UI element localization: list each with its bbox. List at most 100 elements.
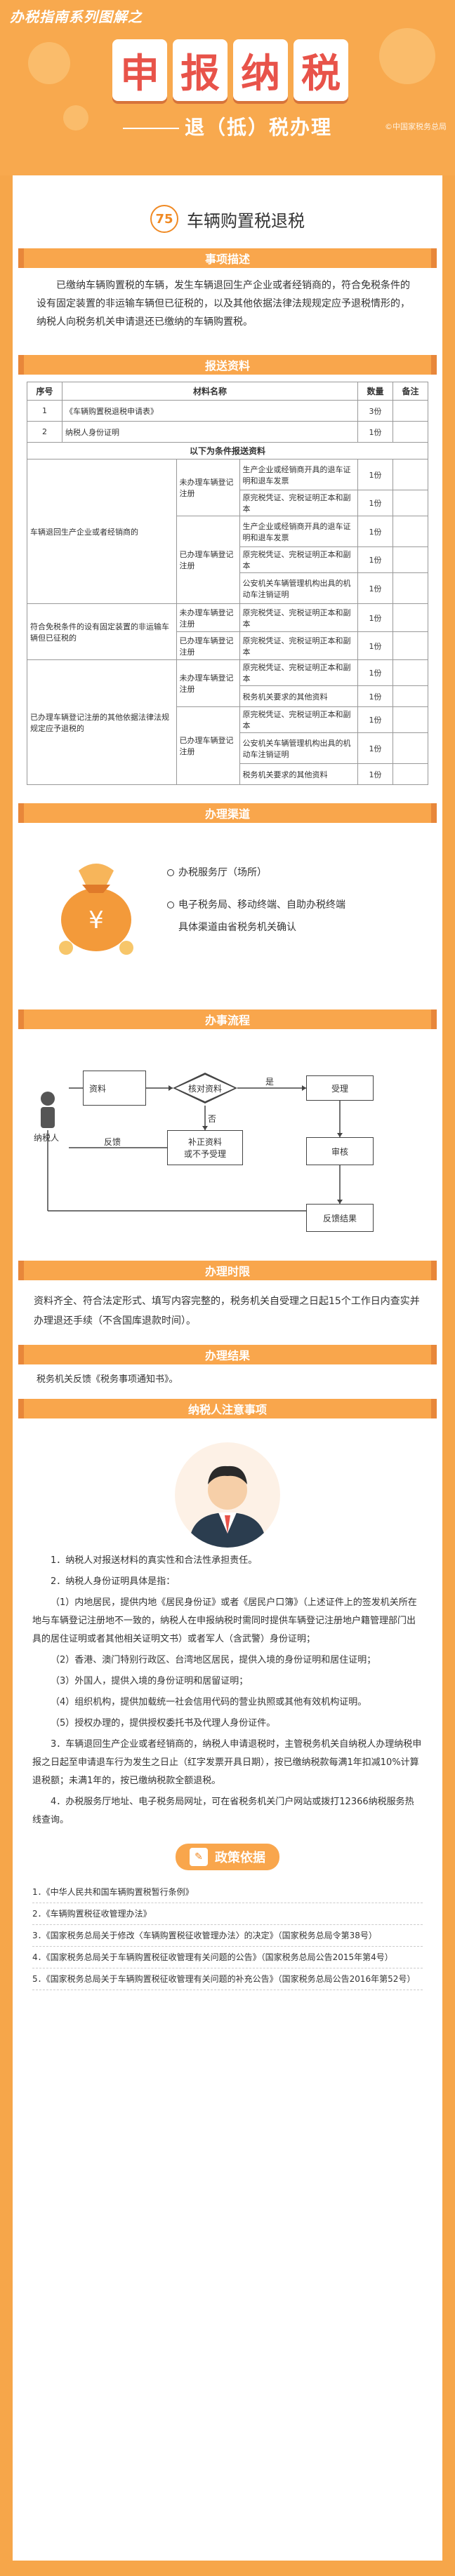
table-row: 公安机关车辆管理机构出具的机动车注销证明 1份 bbox=[27, 572, 428, 604]
section-channels: 办理渠道 bbox=[18, 803, 437, 823]
cell bbox=[393, 631, 428, 660]
flow-diagram: 资料 核对资料 是 否 受理 补正资料 或不予受理 审核 反馈结果 纳税人 反馈 bbox=[27, 1039, 428, 1256]
advisor-avatar bbox=[175, 1442, 280, 1548]
cell: 《车辆购置税退税申请表》 bbox=[62, 400, 358, 422]
cell bbox=[393, 685, 428, 707]
policy-heading: ✎ 政策依据 bbox=[13, 1844, 442, 1870]
matter-text: 已缴纳车辆购置税的车辆，发生车辆退回生产企业或者经销商的，符合免税条件的设有固定… bbox=[37, 280, 410, 328]
cell: 已办理车辆登记注册 bbox=[176, 706, 240, 785]
cell: 1份 bbox=[357, 763, 393, 785]
cell: 生产企业或经销商开具的退车证明和退车发票 bbox=[239, 516, 358, 547]
flow-result: 反馈结果 bbox=[306, 1204, 374, 1232]
cell: 1份 bbox=[357, 572, 393, 604]
cell: 原完税凭证、完税证明正本和副本 bbox=[239, 706, 358, 733]
policy-item: 5．《国家税务总局关于车辆购置税征收管理有关问题的补充公告》（国家税务总局公告2… bbox=[32, 1968, 423, 1990]
topic-number: 75 bbox=[150, 205, 178, 233]
channel-text: 具体渠道由省税务机关确认 bbox=[178, 922, 296, 933]
table-row: 1 《车辆购置税退税申请表》 3份 bbox=[27, 400, 428, 422]
title-char: 纳 bbox=[233, 39, 288, 101]
policy-item: 1．《中华人民共和国车辆购置税暂行条例》 bbox=[32, 1881, 423, 1903]
note-item: （3）外国人，提供入境的身份证明和居留证明； bbox=[51, 1676, 249, 1686]
cell: 未办理车辆登记注册 bbox=[176, 603, 240, 632]
channel-item: 电子税务局、移动终端、自助办税终端 bbox=[167, 896, 345, 914]
table-row: 已办理车辆登记注册的其他依据法律法规规定应予退税的 未办理车辆登记注册 原完税凭… bbox=[27, 659, 428, 785]
section-materials: 报送资料 bbox=[18, 355, 437, 375]
cell: 车辆退回生产企业或者经销商的 bbox=[27, 459, 177, 604]
bullet-icon bbox=[167, 869, 174, 876]
col-header: 材料名称 bbox=[62, 382, 358, 401]
cell bbox=[393, 400, 428, 422]
policy-item: 4．《国家税务总局关于车辆购置税征收管理有关问题的公告》（国家税务总局公告201… bbox=[32, 1947, 423, 1968]
cond-header: 以下为条件报送资料 bbox=[27, 442, 428, 459]
cell bbox=[393, 659, 428, 686]
cell: 生产企业或经销商开具的退车证明和退车发票 bbox=[239, 459, 358, 490]
table-row: 已办理车辆登记注册 生产企业或经销商开具的退车证明和退车发票 1份 bbox=[27, 516, 428, 604]
table-row: 原完税凭证、完税证明正本和副本 1份 bbox=[27, 490, 428, 516]
cell: 原完税凭证、完税证明正本和副本 bbox=[239, 631, 358, 660]
channel-list: 办税服务厅（场所） 电子税务局、移动终端、自助办税终端 具体渠道由省税务机关确认 bbox=[167, 864, 345, 941]
table-row: 税务机关要求的其他资料 1份 bbox=[27, 763, 428, 785]
cell: 已办理车辆登记注册 bbox=[176, 631, 240, 660]
policy-list: 1．《中华人民共和国车辆购置税暂行条例》 2．《车辆购置税征收管理办法》 3．《… bbox=[13, 1870, 442, 1990]
cell bbox=[393, 572, 428, 604]
cell: 1份 bbox=[357, 685, 393, 707]
flow-supplement: 补正资料 或不予受理 bbox=[167, 1130, 243, 1165]
cell: 1份 bbox=[357, 546, 393, 573]
cell: 1份 bbox=[357, 459, 393, 490]
table-row: 已办理车辆登记注册 原完税凭证、完税证明正本和副本 1份 bbox=[27, 631, 428, 660]
policy-item: 3．《国家税务总局关于修改〈车辆购置税征收管理办法〉的决定》（国家税务总局令第3… bbox=[32, 1925, 423, 1947]
cell: 原完税凭证、完税证明正本和副本 bbox=[239, 490, 358, 516]
decor-circle bbox=[379, 28, 435, 84]
flow-lines bbox=[41, 1085, 343, 1212]
table-header-row: 序号 材料名称 数量 备注 bbox=[27, 382, 428, 401]
time-text: 资料齐全、符合法定形式、填写内容完整的，税务机关自受理之日起15个工作日内查实并… bbox=[34, 1296, 420, 1327]
flow-materials: 资料 bbox=[83, 1071, 146, 1106]
bullet-icon bbox=[167, 901, 174, 908]
notes-list: 1．纳税人对报送材料的真实性和合法性承担责任。 2．纳税人身份证明具体是指： （… bbox=[13, 1552, 442, 1830]
person-icon bbox=[189, 1465, 266, 1548]
cell: 公安机关车辆管理机构出具的机动车注销证明 bbox=[239, 572, 358, 604]
cell: 原完税凭证、完税证明正本和副本 bbox=[239, 546, 358, 573]
cell bbox=[393, 459, 428, 490]
decor-circle bbox=[28, 42, 70, 84]
note-item: 2．纳税人身份证明具体是指： bbox=[51, 1576, 176, 1587]
cell bbox=[393, 706, 428, 733]
note-item: 3．车辆退回生产企业或者经销商的，纳税人申请退税时，主管税务机关自纳税人办理纳税… bbox=[32, 1739, 422, 1786]
title-char: 报 bbox=[173, 39, 228, 101]
decor-circle bbox=[63, 105, 88, 130]
note-item: （1）内地居民，提供内地《居民身份证》或者《居民户口簿》（上述证件上的签发机关所… bbox=[32, 1597, 417, 1644]
cell: 1份 bbox=[357, 516, 393, 547]
cell bbox=[393, 546, 428, 573]
cell: 1份 bbox=[357, 706, 393, 733]
channel-item: 办税服务厅（场所） bbox=[167, 864, 345, 882]
cell bbox=[393, 421, 428, 443]
section-result: 办理结果 bbox=[18, 1345, 437, 1364]
subtitle: 退（抵）税办理 bbox=[0, 112, 455, 140]
cell: 已办理车辆登记注册 bbox=[176, 516, 240, 604]
channel-text: 电子税务局、移动终端、自助办税终端 bbox=[178, 899, 345, 911]
cell: 未办理车辆登记注册 bbox=[176, 659, 240, 707]
channels-panel: ¥ 办税服务厅（场所） 电子税务局、移动终端、自助办税终端 具体渠道由省税务机关… bbox=[34, 834, 421, 995]
cell: 原完税凭证、完税证明正本和副本 bbox=[239, 603, 358, 632]
cell: 2 bbox=[27, 421, 62, 443]
flow-no-label: 否 bbox=[208, 1114, 217, 1124]
cell: 1份 bbox=[357, 732, 393, 764]
cell: 1份 bbox=[357, 603, 393, 632]
channel-text: 办税服务厅（场所） bbox=[178, 867, 267, 878]
cell: 1份 bbox=[357, 490, 393, 516]
note-item: 4．办税服务厅地址、电子税务局网址，可在省税务机关门户网站或拨打12366纳税服… bbox=[32, 1797, 414, 1825]
cell: 原完税凭证、完税证明正本和副本 bbox=[239, 659, 358, 686]
flow-accept: 受理 bbox=[306, 1075, 374, 1101]
cell bbox=[393, 763, 428, 785]
section-matter: 事项描述 bbox=[18, 248, 437, 268]
col-header: 备注 bbox=[393, 382, 428, 401]
table-row: 以下为条件报送资料 bbox=[27, 442, 428, 459]
cell: 纳税人身份证明 bbox=[62, 421, 358, 443]
flow-yes-label: 是 bbox=[265, 1077, 275, 1087]
note-item: （2）香港、澳门特别行政区、台湾地区居民，提供入境的身份证明和居住证明； bbox=[51, 1655, 376, 1665]
note-item: （4）组织机构，提供加载统一社会信用代码的营业执照或其他有效机构证明。 bbox=[51, 1697, 367, 1708]
cell bbox=[393, 516, 428, 547]
table-row: 2 纳税人身份证明 1份 bbox=[27, 421, 428, 443]
materials-table: 序号 材料名称 数量 备注 1 《车辆购置税退税申请表》 3份 2 纳税人身份证… bbox=[27, 382, 428, 785]
